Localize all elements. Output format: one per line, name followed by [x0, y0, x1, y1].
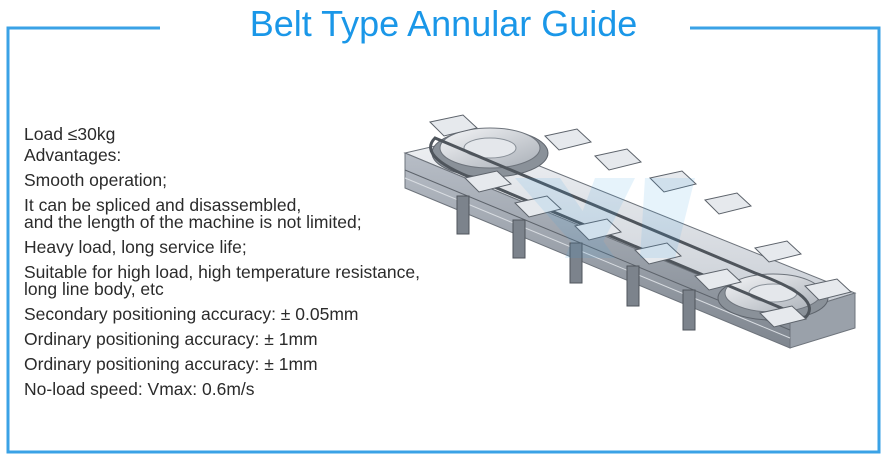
spec-suitable-line2: long line body, etc	[24, 279, 164, 299]
pulley-left	[431, 127, 549, 178]
brand-watermark	[515, 178, 695, 258]
spec-suitable-line1: Suitable for high load, high temperature…	[24, 262, 420, 282]
spec-ordinary-accuracy-1: Ordinary positioning accuracy: ± 1mm	[24, 329, 318, 349]
spec-spliced-line2: and the length of the machine is not lim…	[24, 212, 362, 232]
spec-smooth-operation: Smooth operation;	[24, 170, 168, 190]
spec-secondary-accuracy: Secondary positioning accuracy: ± 0.05mm	[24, 304, 359, 324]
spec-advantages-heading: Advantages:	[24, 145, 122, 165]
spec-spliced-line1: It can be spliced and disassembled,	[24, 195, 302, 215]
belt-annular-guide-illustration	[403, 114, 857, 349]
spec-heavy-load: Heavy load, long service life;	[24, 237, 247, 257]
carrier-plates	[428, 114, 853, 328]
spec-ordinary-accuracy-2: Ordinary positioning accuracy: ± 1mm	[24, 354, 318, 374]
spec-no-load-speed: No-load speed: Vmax: 0.6m/s	[24, 379, 255, 399]
spec-list: Load ≤30kg Advantages: Smooth operation;…	[24, 124, 544, 400]
support-legs	[456, 195, 696, 331]
spec-load: Load ≤30kg	[24, 124, 116, 144]
page-title: Belt Type Annular Guide	[249, 3, 638, 44]
